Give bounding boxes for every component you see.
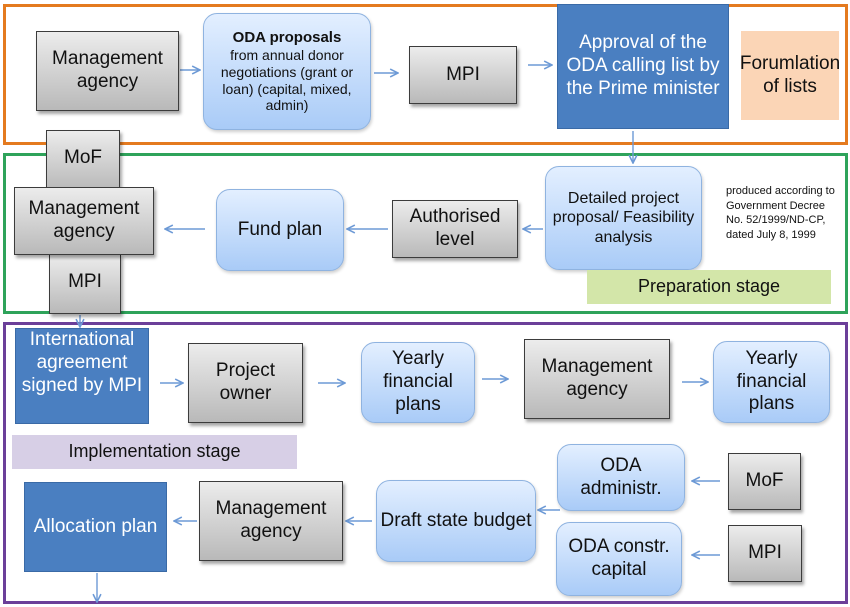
oda-proposals-box: ODA proposals from annual donor negotiat… [203, 13, 371, 130]
international-agreement-box: International agreement signed by MPI [15, 328, 149, 424]
implementation-management-agency-1-label: Management agency [541, 356, 653, 400]
decree-note-text: produced according to Government Decree … [726, 185, 835, 241]
preparation-stage-label-text: Preparation stage [637, 276, 781, 297]
preparation-mof-label: MoF [64, 147, 102, 168]
oda-proposals-body: from annual donor negotiations (grant or… [220, 46, 354, 114]
implementation-management-agency-1: Management agency [524, 339, 670, 419]
approval-label: Approval of the ODA calling list by the … [566, 32, 720, 99]
formulation-mpi: MPI [409, 46, 517, 104]
formulation-stage-label-text: Forumlation of lists [739, 52, 841, 97]
formulation-stage-frame [3, 4, 848, 145]
implementation-mof: MoF [728, 453, 801, 510]
implementation-mpi-label: MPI [748, 542, 782, 564]
project-owner-box: Project owner [188, 343, 303, 423]
preparation-stage-label: Preparation stage [587, 270, 831, 304]
detailed-proposal-box: Detailed project proposal/ Feasibility a… [545, 166, 702, 270]
formulation-mpi-label: MPI [446, 63, 480, 85]
authorised-level-box: Authorised level [392, 200, 518, 258]
draft-state-budget-box: Draft state budget [376, 480, 536, 562]
allocation-plan-label: Allocation plan [33, 515, 158, 537]
draft-state-budget-label: Draft state budget [380, 509, 532, 531]
implementation-stage-label: Implementation stage [12, 435, 297, 469]
preparation-mpi: MPI [49, 254, 121, 314]
formulation-management-agency-label: Management agency [52, 48, 163, 92]
formulation-stage-label: Forumlation of lists [739, 31, 841, 120]
international-agreement-label: International agreement signed by MPI [21, 329, 143, 396]
oda-constr-capital-label: ODA constr. capital [568, 536, 670, 580]
fund-plan-box: Fund plan [216, 189, 344, 271]
yearly-plans-box-2: Yearly financial plans [713, 341, 830, 423]
implementation-mpi: MPI [728, 525, 802, 582]
decree-note: produced according to Government Decree … [726, 184, 842, 242]
implementation-management-agency-2: Management agency [199, 481, 343, 561]
detailed-proposal-label: Detailed project proposal/ Feasibility a… [552, 190, 695, 246]
implementation-mof-label: MoF [745, 470, 784, 492]
preparation-stage-frame [3, 153, 848, 314]
project-owner-label: Project owner [215, 360, 276, 404]
oda-administr-box: ODA administr. [557, 444, 685, 511]
preparation-management-agency-label: Management agency [28, 198, 140, 242]
preparation-mpi-label: MPI [68, 271, 102, 292]
approval-box: Approval of the ODA calling list by the … [557, 4, 729, 129]
implementation-stage-frame [3, 322, 848, 604]
yearly-plans-label-2: Yearly financial plans [736, 347, 807, 415]
allocation-plan-box: Allocation plan [24, 482, 167, 572]
fund-plan-label: Fund plan [237, 218, 323, 240]
oda-proposals-title: ODA proposals [232, 28, 342, 46]
oda-administr-label: ODA administr. [580, 454, 662, 499]
authorised-level-label: Authorised level [409, 206, 501, 250]
yearly-plans-box-1: Yearly financial plans [361, 342, 475, 423]
preparation-mof: MoF [46, 130, 120, 190]
oda-constr-capital-box: ODA constr. capital [556, 522, 682, 596]
formulation-management-agency: Management agency [36, 31, 179, 111]
yearly-plans-label-1: Yearly financial plans [383, 348, 453, 415]
preparation-management-agency: Management agency [14, 187, 154, 255]
implementation-management-agency-2-label: Management agency [215, 498, 327, 542]
implementation-stage-label-text: Implementation stage [68, 441, 241, 462]
